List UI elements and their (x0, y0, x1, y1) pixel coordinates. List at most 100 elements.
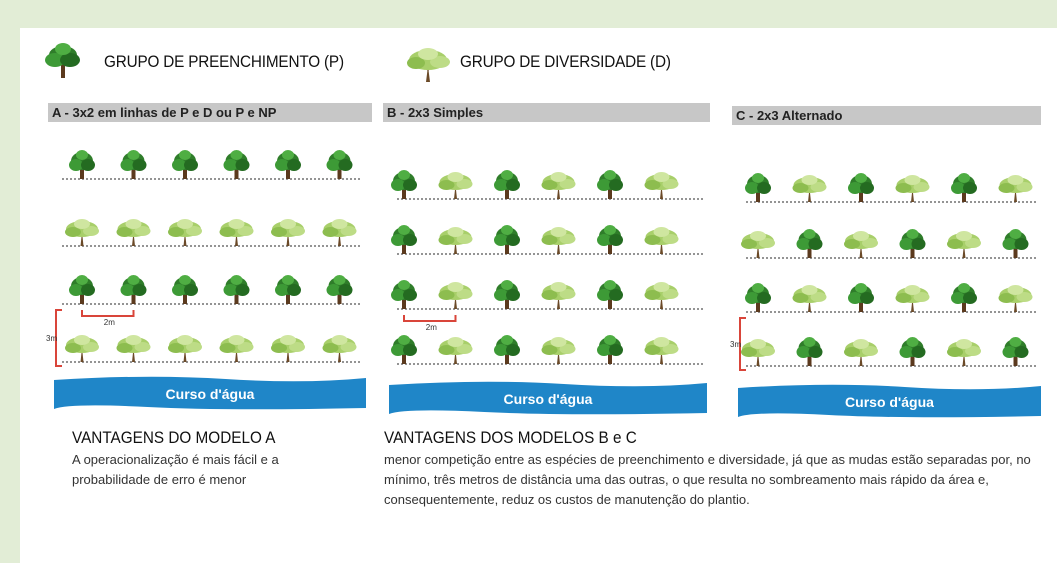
diversity-tree-icon (741, 339, 775, 366)
fill-tree-icon (1002, 229, 1029, 258)
fill-tree-icon (275, 275, 301, 304)
horizontal-spacing-marker (81, 310, 135, 317)
fill-tree-icon (69, 275, 95, 304)
vertical-spacing-label: 3m (46, 334, 57, 343)
fill-tree-icon (391, 335, 417, 364)
horizontal-spacing-label: 2m (426, 323, 437, 332)
fill-tree-icon (494, 335, 520, 364)
diversity-tree-icon (322, 335, 357, 362)
fill-tree-icon (899, 229, 926, 258)
diversity-tree-icon (998, 285, 1033, 312)
fill-tree-icon (745, 173, 771, 202)
fill-tree-icon (597, 335, 623, 364)
diversity-tree-icon (438, 227, 473, 254)
fill-tree-icon (391, 280, 417, 309)
advantages-bc-text: menor competição entre as espécies de pr… (384, 452, 1031, 507)
fill-tree-icon (597, 280, 623, 309)
fill-tree-icon (69, 150, 95, 179)
model-c-title: C - 2x3 Alternado (732, 106, 1041, 125)
diversity-tree-icon (438, 337, 473, 364)
diversity-tree-icon (895, 175, 930, 202)
fill-tree-icon (391, 170, 417, 199)
vertical-spacing-marker (55, 309, 62, 367)
diversity-tree-icon (65, 219, 99, 246)
fill-tree-icon (796, 337, 823, 366)
fill-tree-icon (848, 283, 874, 312)
water-stream-label: Curso d'água (504, 391, 593, 407)
diversity-tree-icon (168, 219, 202, 246)
fill-tree-icon (796, 229, 823, 258)
horizontal-spacing-marker (403, 315, 457, 322)
fill-tree-icon (326, 275, 353, 304)
fill-tree-icon (494, 225, 520, 254)
water-stream-label: Curso d'água (166, 386, 255, 402)
diversity-tree-icon (116, 219, 151, 246)
diversity-tree-icon (168, 335, 202, 362)
vertical-spacing-label: 3m (730, 340, 741, 349)
legend-diversity-label: GRUPO DE DIVERSIDADE (D) (460, 52, 671, 71)
fill-tree-icon (597, 170, 623, 199)
fill-tree-icon (1002, 337, 1029, 366)
water-stream (738, 384, 1041, 418)
diversity-tree-icon (271, 219, 305, 246)
diversity-tree-icon (407, 48, 450, 82)
fill-tree-icon (326, 150, 353, 179)
diversity-tree-icon (219, 335, 254, 362)
fill-tree-icon (223, 275, 250, 304)
diversity-tree-icon (65, 335, 99, 362)
water-stream (389, 381, 707, 415)
diversity-tree-icon (998, 175, 1033, 202)
advantages-a-text: A operacionalização é mais fácil e a pro… (72, 452, 279, 487)
diversity-tree-icon (947, 231, 981, 258)
fill-tree-icon (275, 150, 301, 179)
fill-tree-icon (494, 170, 520, 199)
horizontal-spacing-label: 2m (104, 318, 115, 327)
diversity-tree-icon (271, 335, 305, 362)
diversity-tree-icon (844, 231, 878, 258)
diversity-tree-icon (116, 335, 151, 362)
diversity-tree-icon (947, 339, 981, 366)
fill-tree-icon (745, 283, 771, 312)
fill-tree-icon (120, 150, 147, 179)
fill-tree-icon (597, 225, 623, 254)
diversity-tree-icon (541, 227, 576, 254)
diversity-tree-icon (792, 175, 827, 202)
diversity-tree-icon (438, 172, 473, 199)
diversity-tree-icon (792, 285, 827, 312)
fill-tree-icon (172, 150, 198, 179)
fill-tree-icon (223, 150, 250, 179)
diversity-tree-icon (322, 219, 357, 246)
fill-tree-icon (172, 275, 198, 304)
diversity-tree-icon (541, 282, 576, 309)
model-b-title: B - 2x3 Simples (383, 103, 710, 122)
diversity-tree-icon (895, 285, 930, 312)
fill-tree-icon (899, 337, 926, 366)
advantages-a-title: VANTAGENS DO MODELO A (72, 428, 276, 447)
model-a-title: A - 3x2 em linhas de P e D ou P e NP (48, 103, 372, 122)
fill-tree-icon (391, 225, 417, 254)
diversity-tree-icon (741, 231, 775, 258)
diversity-tree-icon (541, 337, 576, 364)
vertical-spacing-marker (739, 317, 746, 371)
fill-tree-icon (120, 275, 147, 304)
advantages-bc-title: VANTAGENS DOS MODELOS B e C (384, 428, 637, 447)
legend-fill-label: GRUPO DE PREENCHIMENTO (P) (104, 52, 344, 71)
diversity-tree-icon (644, 282, 679, 309)
diversity-tree-icon (219, 219, 254, 246)
diversity-tree-icon (541, 172, 576, 199)
diversity-tree-icon (644, 337, 679, 364)
fill-tree-icon (494, 280, 520, 309)
diversity-tree-icon (644, 227, 679, 254)
diversity-tree-icon (844, 339, 878, 366)
fill-tree-icon (848, 173, 874, 202)
diversity-tree-icon (644, 172, 679, 199)
diversity-tree-icon (438, 282, 473, 309)
water-stream-label: Curso d'água (845, 394, 934, 410)
fill-tree-icon (951, 283, 977, 312)
fill-tree-icon (951, 173, 977, 202)
fill-tree-icon (45, 43, 80, 78)
